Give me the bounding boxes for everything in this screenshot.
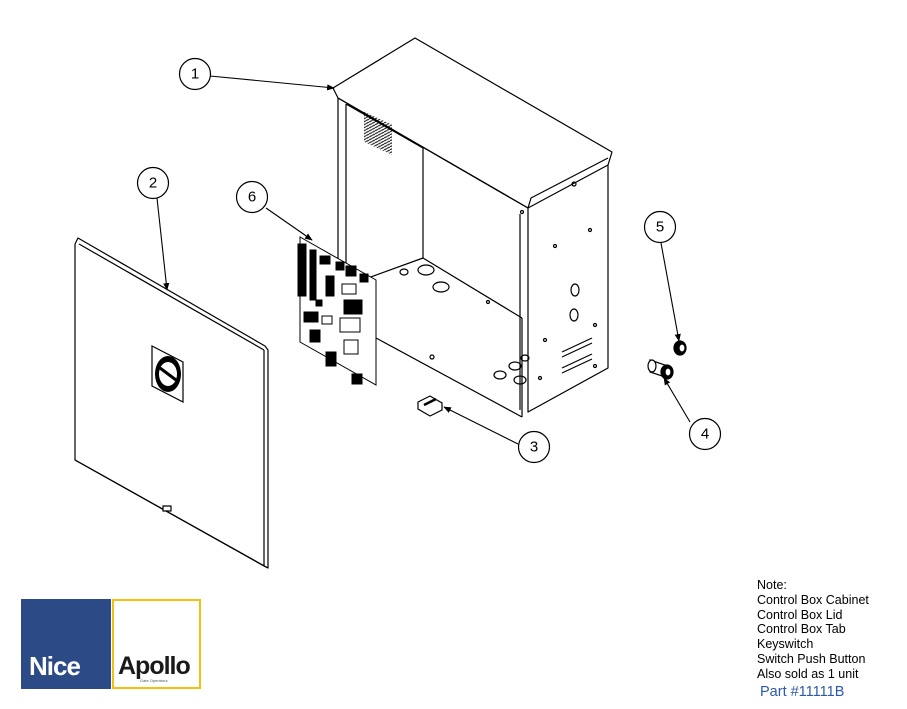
svg-text:3: 3 — [530, 439, 538, 456]
switch-push-button — [673, 340, 687, 356]
lid-keyswitch-plate — [151, 345, 184, 403]
callout-5: 5 — [643, 210, 677, 244]
note-heading: Note: — [757, 578, 787, 592]
svg-text:1: 1 — [191, 66, 199, 83]
callout-3: 3 — [517, 430, 551, 464]
svg-text:6: 6 — [248, 189, 256, 206]
cabinet-vent — [364, 111, 392, 155]
note-line: Control Box Tab — [757, 622, 846, 637]
callout-2: 2 — [136, 166, 170, 200]
parts-note: Note: Control Box Cabinet Control Box Li… — [757, 578, 869, 682]
logo-nice-text: Nice — [29, 651, 81, 681]
callout-6: 6 — [235, 180, 269, 214]
note-line: Also sold as 1 unit — [757, 666, 859, 681]
note-line: Switch Push Button — [757, 651, 866, 666]
note-line: Control Box Cabinet — [757, 592, 869, 607]
control-box-lid — [74, 237, 269, 569]
callout-1: 1 — [178, 57, 212, 91]
note-line: Keyswitch — [757, 637, 814, 652]
nice-apollo-logo: Nice Apollo Gate Operators — [21, 599, 201, 689]
control-box-tab — [417, 395, 443, 417]
apollo-logo-block: Apollo Gate Operators — [112, 599, 201, 689]
nice-logo-block: Nice — [21, 599, 111, 689]
circuit-board — [297, 236, 377, 386]
keyswitch — [647, 359, 674, 380]
logo-tagline: Gate Operators — [140, 678, 168, 683]
leader-lines — [156, 75, 691, 445]
svg-text:4: 4 — [701, 426, 709, 443]
part-number: Part #11111B — [760, 684, 845, 700]
logo-apollo-text: Apollo — [118, 652, 191, 680]
callout-4: 4 — [688, 417, 722, 451]
svg-text:5: 5 — [656, 219, 664, 236]
note-line: Control Box Lid — [757, 607, 843, 622]
svg-text:2: 2 — [149, 175, 157, 192]
